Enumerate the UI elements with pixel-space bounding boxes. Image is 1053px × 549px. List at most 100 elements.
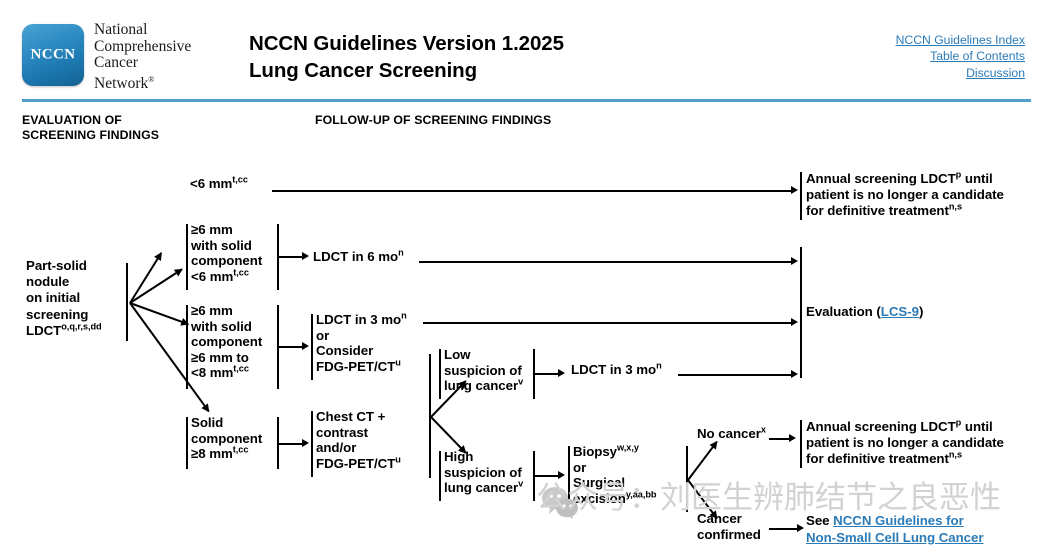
header-divider [22,99,1031,102]
link-table-of-contents[interactable]: Table of Contents [930,49,1025,64]
connector-ldct6-to-evaluation [419,261,794,263]
ldct3b-footnote: n [656,360,662,371]
connector-cancer-to-nsclc [769,528,799,530]
evaluation-bracket [800,247,802,378]
title-line-2: Lung Cancer Screening [249,59,478,82]
title-line-1: NCCN Guidelines Version 1.2025 [249,32,564,55]
connector-ldct3-to-evaluation [423,322,794,324]
no-cancer-footnote: x [760,424,766,435]
branch4-footnote: t,cc [232,444,249,455]
arrowhead-ldct3b [791,370,798,378]
connector-start-to-branch1 [129,249,166,304]
ldct3-footnote: n [401,310,407,321]
org-line-3: Cancer [94,54,138,72]
node-start-footnote: o,q,r,s,dd [61,321,102,332]
link-nsclc-guidelines-line1[interactable]: NCCN Guidelines for [833,513,964,528]
arrowhead-ldct3 [791,318,798,326]
connector-branch3-to-ldct3 [279,346,303,348]
nccn-logo-text: NCCN [30,46,76,63]
arrowhead-branch1 [791,186,798,194]
node-no-cancer: No cancerx [697,424,766,441]
annual-top-bracket [800,172,802,220]
annual-bottom-bracket [800,420,802,468]
low-suspicion-bracket-right [533,349,535,399]
connector-nocancer-to-annual [769,438,791,440]
biopsy-bracket-left [568,446,570,512]
node-ldct-3mo-followup: LDCT in 3 mon [571,360,662,377]
header-links: NCCN Guidelines Index Table of Contents … [745,32,1025,81]
connector-branch2-to-ldct6 [279,256,303,258]
low-suspicion-bracket-left [439,349,441,399]
ldct6-footnote: n [398,247,404,258]
node-branch-solid-ge8: Solid component ≥8 mmt,cc [191,415,263,462]
registered-mark: ® [148,74,155,84]
connector-to-no-cancer [687,438,721,481]
node-low-suspicion: Low suspicion of lung cancerv [444,347,524,394]
page-title: NCCN Guidelines Version 1.2025 Lung Canc… [249,30,729,84]
branch3-bracket-right [277,305,279,389]
node-cancer-confirmed: Cancer confirmed [697,511,761,542]
node-branch-lt6mm: <6 mmt,cc [190,174,248,191]
arrowhead-low-suspicion [558,369,565,377]
link-nsclc-guidelines-line2[interactable]: Non-Small Cell Lung Cancer [806,530,984,545]
connector-high-to-biopsy [535,475,559,477]
branch2-bracket-right [277,224,279,290]
node-ldct-6mo: LDCT in 6 mon [313,247,404,264]
start-bracket [126,263,128,341]
node-chest-ct-contrast: Chest CT + contrast and/or FDG-PET/CTu [316,409,401,471]
arrowhead-high-suspicion [558,471,565,479]
node-branch-ge6-solid-6to8: ≥6 mm with solid component ≥6 mm to <8 m… [191,303,263,381]
biopsy-footnote: w,x,y [617,442,639,453]
branch3-bracket-left [186,305,188,389]
connector-start-to-branch2 [129,265,186,304]
arrowhead-cancer-confirmed [797,524,804,532]
node-start: Part-solid nodule on initial screening L… [26,258,102,338]
arrowhead-no-cancer [789,434,796,442]
node-annual-screening-top: Annual screening LDCTp until patient is … [806,169,1004,219]
chestct-footnote: u [395,454,401,465]
annual-bottom-footnote2: n,s [948,449,962,460]
org-line-4: Network® [94,74,155,92]
branch4-bracket-right [277,417,279,469]
nccn-logo: NCCN [22,24,84,86]
node-branch-ge6-solid-lt6: ≥6 mm with solid component <6 mmt,cc [191,222,263,284]
org-line-1: National [94,21,148,38]
branch3-footnote: t,cc [233,363,249,374]
node-high-suspicion: High suspicion of lung cancerv [444,449,524,496]
org-line-2: Comprehensive [94,37,192,55]
ldct3-bracket-left [311,314,313,380]
ldct3-pet-footnote: u [395,357,401,368]
section-heading-evaluation: EVALUATION OF SCREENING FINDINGS [22,113,160,142]
low-suspicion-footnote: v [518,376,524,387]
annual-bottom-footnote: p [955,417,962,428]
branch4-bracket-left [186,417,188,469]
connector-branch4-to-chestct [279,443,303,445]
node-evaluation: Evaluation (LCS-9) [806,304,924,319]
connector-branch1-to-annual [272,190,794,192]
biopsy-bracket-right [686,446,688,512]
high-suspicion-bracket-right [533,451,535,501]
excision-footnote: y,aa,bb [625,489,657,500]
link-lcs-9[interactable]: LCS-9 [880,304,919,319]
arrowhead-branch4 [302,439,309,447]
link-guidelines-index[interactable]: NCCN Guidelines Index [895,33,1025,47]
chestct-bracket-right [429,354,431,478]
annual-top-footnote: p [955,169,962,180]
branch2-footnote: t,cc [233,267,249,278]
high-suspicion-bracket-left [439,451,441,501]
arrowhead-branch2 [302,252,309,260]
connector-ldct3b-to-evaluation [678,374,794,376]
section-heading-followup: FOLLOW-UP OF SCREENING FINDINGS [315,113,552,127]
arrowhead-branch3 [302,342,309,350]
branch1-footnote: t,cc [232,174,248,185]
organization-name: National Comprehensive Cancer Network® [94,21,244,93]
connector-low-to-ldct3b [535,373,559,375]
branch2-bracket-left [186,224,188,290]
link-discussion[interactable]: Discussion [966,65,1025,80]
annual-top-footnote2: n,s [948,201,962,212]
arrowhead-ldct6 [791,257,798,265]
